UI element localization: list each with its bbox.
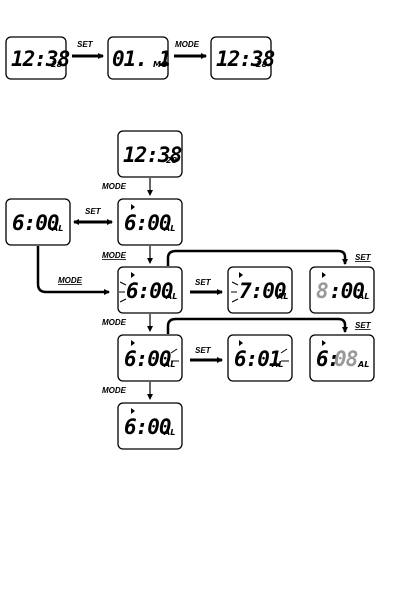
loop-arrow <box>168 251 345 266</box>
svg-text:AL: AL <box>51 224 63 233</box>
svg-text:AL: AL <box>163 428 175 437</box>
lcd-time: 12:38 28 <box>6 37 70 79</box>
svg-text:AL: AL <box>276 292 288 301</box>
svg-text:MO: MO <box>153 60 168 69</box>
set-label: SET <box>85 207 102 216</box>
svg-text:AL: AL <box>165 292 177 301</box>
mode-label: MODE <box>102 318 127 327</box>
svg-text:28: 28 <box>51 60 63 69</box>
loop-arrow <box>168 319 345 334</box>
lcd-date: 01. 1 MO <box>108 37 170 79</box>
svg-text:08: 08 <box>334 347 358 371</box>
svg-text:AL: AL <box>357 292 369 301</box>
lcd-alarm-hour-next: 7:00 AL <box>228 267 292 313</box>
lcd-alarm: 6:00 AL <box>118 199 182 245</box>
lcd-alarm: 6:00 AL <box>6 199 70 245</box>
svg-text:28: 28 <box>166 156 178 165</box>
lcd-alarm: 6:00 AL <box>118 403 182 449</box>
lcd-alarm-min-set: 6: 08 AL <box>310 335 374 381</box>
mode-label: MODE <box>175 40 200 49</box>
set-label: SET <box>355 321 372 330</box>
lcd-alarm-min-edit: 6:00 AL <box>118 335 182 381</box>
svg-text:AL: AL <box>163 224 175 233</box>
svg-text:AL: AL <box>271 360 283 369</box>
return-arrow <box>38 246 109 292</box>
set-label: SET <box>195 278 212 287</box>
svg-text:8: 8 <box>316 279 328 303</box>
set-label: SET <box>355 253 372 262</box>
lcd-alarm-hour-set: 8 :00 AL <box>310 267 374 313</box>
lcd-time: 12:38 28 <box>211 37 275 79</box>
set-label: SET <box>77 40 94 49</box>
svg-text:AL: AL <box>357 360 369 369</box>
lcd-time: 12:38 28 <box>118 131 182 177</box>
set-label: SET <box>195 346 212 355</box>
mode-label: MODE <box>58 276 83 285</box>
mode-label: MODE <box>102 251 127 260</box>
mode-label: MODE <box>102 386 127 395</box>
mode-label: MODE <box>102 182 127 191</box>
svg-text:28: 28 <box>256 60 268 69</box>
lcd-alarm-min-next: 6:01 AL <box>228 335 292 381</box>
svg-text:AL: AL <box>163 360 175 369</box>
lcd-alarm-hour-edit: 6:00 AL <box>118 267 182 313</box>
